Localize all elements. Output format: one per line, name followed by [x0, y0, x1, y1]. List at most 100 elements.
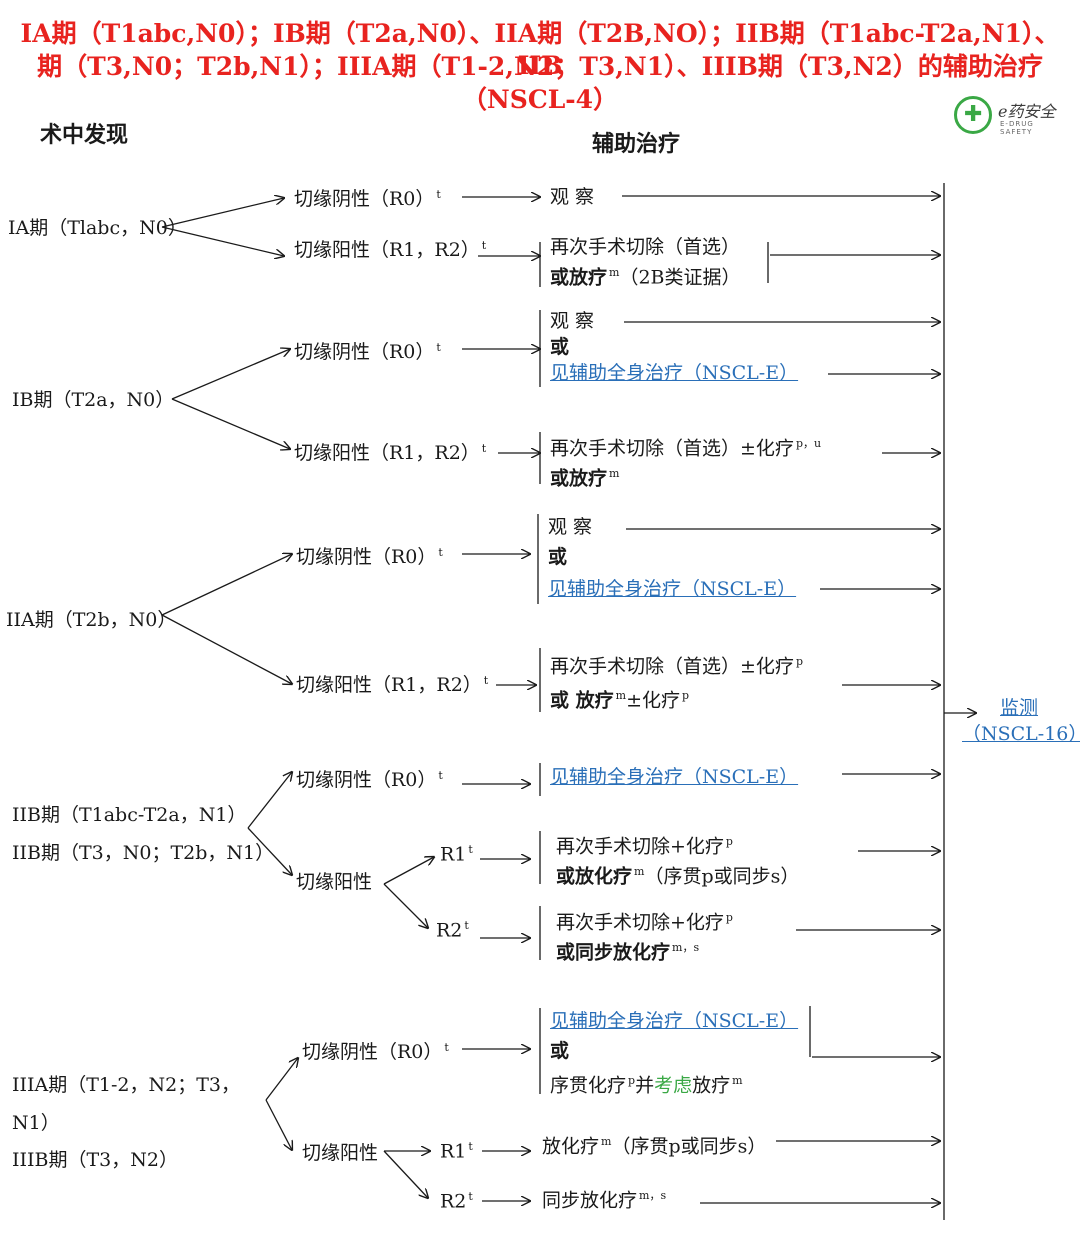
iii-seq-sup: p [628, 1074, 636, 1087]
iii-or: 或 [550, 1040, 570, 1062]
monitor-ref-link[interactable]: （NSCL-16） [962, 723, 1080, 745]
iii-r2-label: R2 [440, 1190, 467, 1213]
iii-r1-chemort: 放化疗 [542, 1135, 600, 1158]
monitor-link[interactable]: 监测 [1000, 697, 1039, 719]
iii-r2-conc-chemort: 同步放化疗 [542, 1189, 638, 1212]
iia-r0-node: 切缘阴性（R0）t [296, 542, 443, 569]
logo-text: e药安全 [998, 102, 1056, 121]
iib-r1-or-chemort: 或放化疗 [556, 865, 633, 888]
stage-iia: IIA期（T2b，N0） [6, 609, 177, 631]
iii-see-systemic-link[interactable]: 见辅助全身治疗（NSCL-E） [550, 1010, 799, 1032]
ib-r0-label: 切缘阴性（R0） [294, 341, 435, 363]
iia-r0-label: 切缘阴性（R0） [296, 546, 437, 568]
e-drug-safety-logo: ✚ e药安全 E-DRUG SAFETY [954, 96, 1064, 136]
ia-r0-node: 切缘阴性（R0）t [294, 184, 441, 211]
stage-iiia-1: IIIA期（T1-2，N2；T3， [12, 1074, 240, 1096]
iib-see-systemic-link[interactable]: 见辅助全身治疗（NSCL-E） [550, 766, 799, 788]
ia-or-rt: 或放疗 [550, 266, 608, 289]
iia-or: 或 [548, 546, 568, 568]
page-title-line-2: 期（T3,N0；T2b,N1）；IIIA期（T1-2,N2；T3,N1）、III… [37, 52, 1043, 81]
iia-r0-sup: t [438, 545, 443, 559]
iib-r2-chemort-sup: m，s [672, 941, 700, 955]
ib-r1r2-sup: t [481, 441, 487, 455]
ia-evidence: （2B类证据） [619, 266, 741, 289]
iib-r1-chemort-sup: m [634, 865, 645, 879]
iib-r2-label: R2 [436, 919, 463, 942]
iia-chemo-sup: p [795, 655, 803, 668]
iii-r0-label: 切缘阴性（R0） [302, 1041, 443, 1063]
stage-iib-1: IIB期（T1abc-T2a，N1） [12, 804, 247, 826]
iib-r1-resect-sup: p [725, 835, 733, 848]
iia-pm-chemo: ±化疗 [740, 655, 794, 678]
ia-r1r2-label: 切缘阳性（R1，R2） [294, 239, 480, 261]
iii-rt-sup: m [732, 1074, 743, 1087]
ib-pm-chemo: ±化疗 [740, 437, 794, 460]
iia-pm-chemo-2: ±化疗 [626, 689, 680, 712]
iii-r1-chemort-sup: m [601, 1135, 612, 1148]
page-title-line-3: （NSCL-4） [461, 85, 619, 114]
stage-iiib: IIIB期（T3，N2） [12, 1149, 178, 1171]
iib-r0-node: 切缘阴性（R0）t [296, 765, 443, 792]
stage-iiia-2: N1） [12, 1112, 60, 1134]
ia-r1r2-node: 切缘阳性（R1，R2）t [294, 235, 486, 262]
iii-r1-sup: t [468, 1140, 473, 1153]
iii-r0-sup: t [444, 1040, 449, 1054]
medical-cross-icon: ✚ [964, 102, 983, 127]
iii-positive-node: 切缘阳性 [302, 1142, 379, 1164]
ib-r1r2-label: 切缘阳性（R1，R2） [294, 442, 480, 464]
adjuvant-header: 辅助治疗 [592, 132, 681, 157]
ia-observe: 观 察 [550, 186, 595, 208]
logo-subtext: E-DRUG SAFETY [1000, 120, 1034, 136]
ib-r1r2-node: 切缘阳性（R1，R2）t [294, 438, 486, 465]
iib-r2-or-conc: 或同步放化疗 [556, 941, 671, 964]
iib-r1-seq-conc: （序贯p或同步s） [644, 865, 800, 888]
iii-consider: 考虑 [654, 1074, 693, 1097]
iii-seq-chemo: 序贯化疗 [550, 1074, 627, 1097]
iib-r1-resect: 再次手术切除+化疗 [556, 835, 724, 858]
iia-chemo-sup-2: p [681, 689, 690, 703]
iia-r1r2-sup: t [483, 673, 489, 687]
stage-ib: IB期（T2a，N0） [12, 389, 175, 411]
ia-r0-label: 切缘阴性（R0） [294, 188, 435, 210]
ib-or: 或 [550, 336, 570, 358]
iib-r1-label: R1 [440, 843, 467, 866]
iia-observe: 观 察 [548, 516, 593, 538]
stage-ia: IA期（Tlabc，N0） [8, 217, 187, 239]
ib-observe: 观 察 [550, 310, 595, 332]
ib-see-systemic-link[interactable]: 见辅助全身治疗（NSCL-E） [550, 362, 799, 384]
ib-rt-sup: m [609, 467, 620, 481]
iii-r0-node: 切缘阴性（R0）t [302, 1037, 449, 1064]
ia-rt-sup: m [609, 266, 620, 279]
iib-r2-sup: t [464, 919, 469, 932]
ib-r0-node: 切缘阴性（R0）t [294, 337, 441, 364]
ib-resect: 再次手术切除（首选） [550, 437, 741, 460]
logo-circle-icon [954, 96, 992, 134]
iii-r1-seq-conc: （序贯p或同步s） [611, 1135, 767, 1158]
iia-see-systemic-link[interactable]: 见辅助全身治疗（NSCL-E） [548, 578, 797, 600]
stage-iib-2: IIB期（T3，N0；T2b，N1） [12, 842, 275, 864]
ia-r1r2-sup: t [481, 238, 487, 252]
iii-r1-label: R1 [440, 1140, 467, 1163]
iib-r0-sup: t [438, 768, 443, 782]
ib-chemo-sup: p，u [795, 437, 822, 450]
ia-r0-sup: t [436, 187, 441, 201]
iia-resect: 再次手术切除（首选） [550, 655, 741, 678]
